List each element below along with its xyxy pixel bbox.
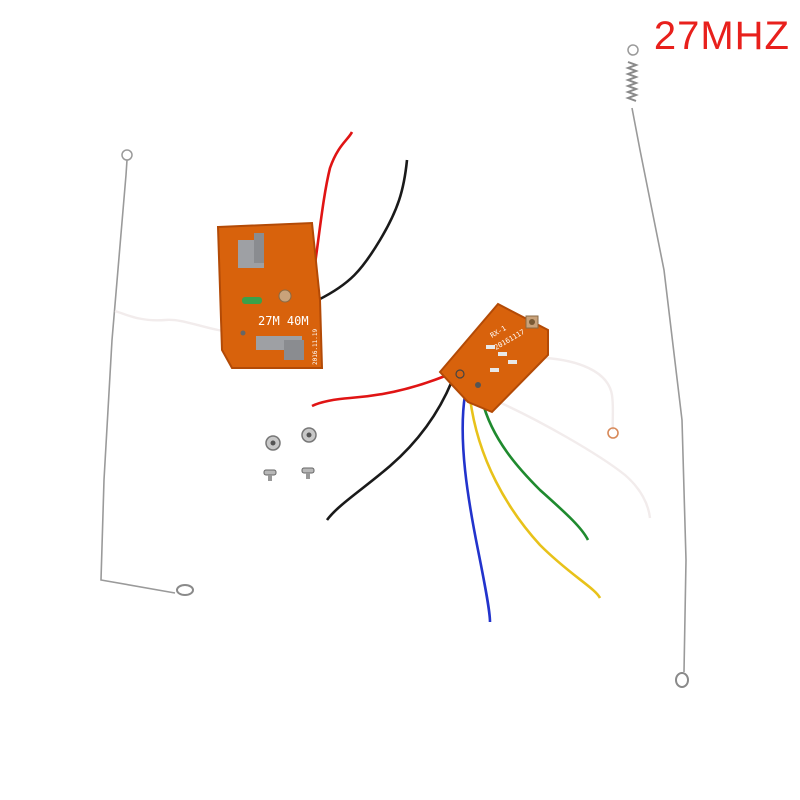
receiver-wires [311,356,652,623]
transmitter-date-code: 2016.11.19 [312,328,319,365]
screws [263,427,317,481]
transmitter-label: 27M 40M [258,314,309,328]
nut [301,427,317,443]
screw [263,469,277,481]
receiver-pcb: RX-1 20161117 [438,302,549,414]
nut [265,435,281,451]
antenna-right-spring [625,44,689,688]
frequency-title: 27MHZ [653,14,790,58]
transmitter-pcb: 27M 40M 2016.11.19 [216,221,324,369]
antenna-left [100,149,194,596]
screw [301,467,315,479]
